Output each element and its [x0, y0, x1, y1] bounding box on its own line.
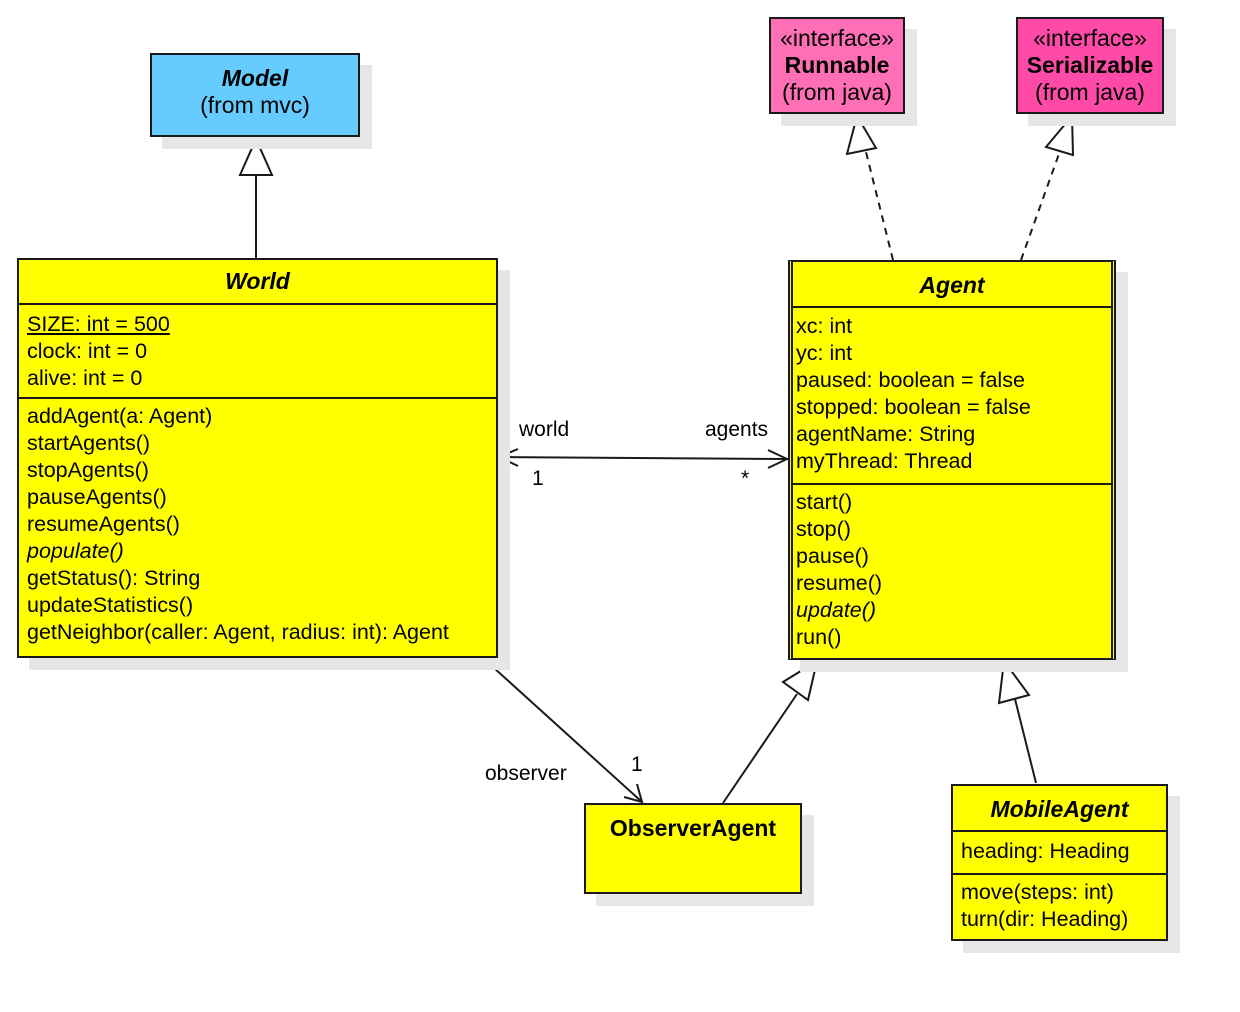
observer-end-arrow — [623, 783, 644, 804]
world-attr-clock: clock: int = 0 — [27, 339, 148, 363]
world-op-addagent: addAgent(a: Agent) — [27, 404, 213, 428]
world-op-getstatus: getStatus(): String — [27, 566, 201, 590]
agents-role-label: agents — [705, 418, 769, 441]
serializable-name: Serializable — [1026, 52, 1154, 78]
agent-op-stop: stop() — [796, 517, 851, 541]
agent-operations: start() stop() pause() resume() update()… — [793, 483, 1111, 655]
observer-agent-name: ObserverAgent — [609, 815, 777, 841]
agent-serializable-realization — [1020, 150, 1061, 261]
agents-end-arrow — [767, 449, 790, 469]
agent-serializable-arrowhead — [1044, 113, 1075, 157]
agent-op-update: update() — [796, 598, 877, 622]
world-model-arrowhead — [238, 136, 274, 176]
agent-runnable-arrowhead — [845, 113, 878, 156]
world-agent-association — [497, 456, 789, 460]
mobile-agent-name: MobileAgent — [990, 796, 1129, 822]
agent-op-resume: resume() — [796, 571, 883, 595]
mobile-agent-generalization — [1014, 698, 1037, 784]
agent-runnable-realization — [865, 151, 894, 261]
world-op-updatestatistics: updateStatistics() — [27, 593, 194, 617]
observer-agent-class: ObserverAgent — [584, 803, 802, 894]
observer-multiplicity: 1 — [631, 753, 643, 776]
world-op-stopagents: stopAgents() — [27, 458, 149, 482]
serializable-interface: «interface» Serializable (from java) — [1016, 17, 1164, 114]
model-class-name: Model — [221, 65, 289, 91]
agent-class: Agent xc: int yc: int paused: boolean = … — [788, 260, 1116, 660]
world-attr-alive: alive: int = 0 — [27, 366, 143, 390]
serializable-stereotype: «interface» — [1033, 25, 1147, 51]
runnable-name: Runnable — [784, 52, 890, 78]
agent-attr-stopped: stopped: boolean = false — [796, 395, 1031, 419]
model-class-source: (from mvc) — [200, 92, 310, 118]
world-class-name: World — [225, 268, 290, 294]
agent-attributes: xc: int yc: int paused: boolean = false … — [793, 306, 1111, 483]
model-class: Model (from mvc) — [150, 53, 360, 137]
world-op-populate: populate() — [27, 539, 124, 563]
mobile-agent-class: MobileAgent heading: Heading move(steps:… — [951, 784, 1168, 941]
world-op-pauseagents: pauseAgents() — [27, 485, 167, 509]
agent-attr-mythread: myThread: Thread — [796, 449, 973, 473]
mobile-agent-arrowhead — [997, 658, 1031, 705]
agent-attr-xc: xc: int — [796, 314, 853, 338]
agent-attr-yc: yc: int — [796, 341, 853, 365]
agent-op-pause: pause() — [796, 544, 869, 568]
agent-op-run: run() — [796, 625, 842, 649]
serializable-source: (from java) — [1035, 79, 1145, 105]
mobile-op-move: move(steps: int) — [961, 880, 1114, 904]
runnable-source: (from java) — [782, 79, 892, 105]
world-observer-association — [482, 657, 643, 803]
agent-attr-paused: paused: boolean = false — [796, 368, 1025, 392]
world-role-label: world — [519, 418, 570, 441]
observer-role-label: observer — [485, 762, 567, 785]
world-end-arrow — [496, 448, 519, 467]
observer-agent-arrowhead — [781, 658, 819, 702]
world-op-resumeagents: resumeAgents() — [27, 512, 180, 536]
runnable-stereotype: «interface» — [780, 25, 894, 51]
world-operations: addAgent(a: Agent) startAgents() stopAge… — [19, 397, 496, 650]
mobile-op-turn: turn(dir: Heading) — [961, 907, 1129, 931]
agents-multiplicity: * — [741, 467, 750, 490]
observer-agent-generalization — [722, 693, 798, 804]
runnable-interface: «interface» Runnable (from java) — [769, 17, 905, 114]
mobile-attr-heading: heading: Heading — [961, 839, 1130, 863]
agent-class-name: Agent — [919, 272, 985, 298]
agent-op-start: start() — [796, 490, 853, 514]
world-op-getneighbor: getNeighbor(caller: Agent, radius: int):… — [27, 620, 449, 644]
world-class: World SIZE: int = 500 clock: int = 0 ali… — [17, 258, 498, 658]
agent-attr-agentname: agentName: String — [796, 422, 976, 446]
world-attr-size: SIZE: int = 500 — [27, 312, 170, 336]
world-attributes: SIZE: int = 500 clock: int = 0 alive: in… — [19, 303, 496, 397]
world-op-startagents: startAgents() — [27, 431, 151, 455]
world-multiplicity: 1 — [532, 467, 544, 490]
mobile-agent-attributes: heading: Heading — [953, 830, 1166, 873]
mobile-agent-operations: move(steps: int) turn(dir: Heading) — [953, 873, 1166, 937]
